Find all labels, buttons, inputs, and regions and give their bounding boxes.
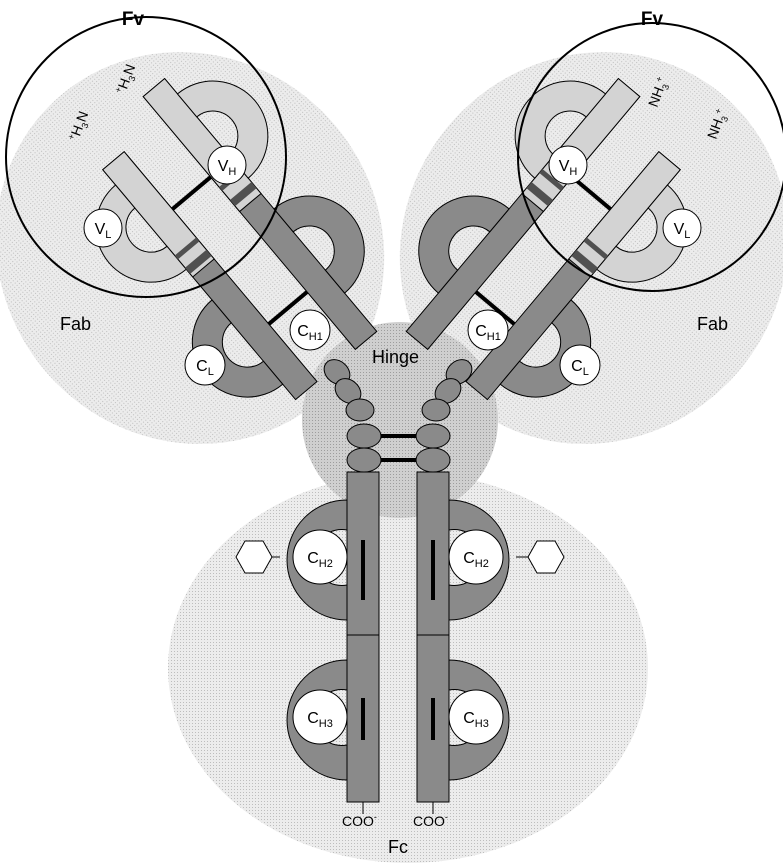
hinge-label: Hinge <box>372 347 419 367</box>
ch1-left-core <box>290 310 330 350</box>
ch1-right-core <box>468 310 508 350</box>
fv-right-label: Fv <box>641 9 664 30</box>
ch2-right-core <box>449 530 503 584</box>
c-terminus-right: COO- <box>413 812 448 829</box>
fab-right-label: Fab <box>697 314 728 334</box>
fc-region <box>168 473 648 863</box>
c-terminus-left: COO- <box>342 812 377 829</box>
ch3-left-core <box>293 690 347 744</box>
fv-left-label: Fv <box>122 9 145 30</box>
fc-label: Fc <box>388 837 408 857</box>
fab-left-label: Fab <box>60 314 91 334</box>
ch3-right-core <box>449 690 503 744</box>
ch2-left-core <box>293 530 347 584</box>
